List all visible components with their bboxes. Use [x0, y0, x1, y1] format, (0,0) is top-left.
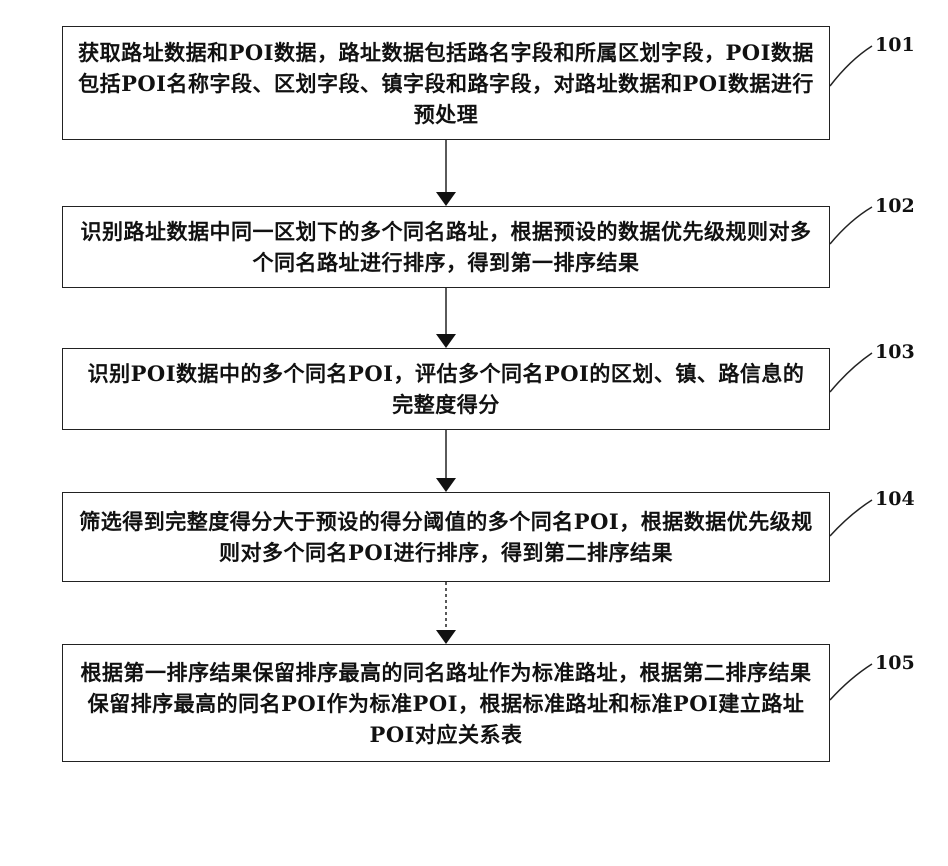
arrowhead-104	[436, 478, 456, 492]
arrowhead-103	[436, 334, 456, 348]
arrowhead-105	[436, 630, 456, 644]
leader-line-103	[830, 353, 872, 392]
leader-line-105	[830, 664, 872, 700]
arrowhead-102	[436, 192, 456, 206]
leader-line-102	[830, 207, 872, 244]
leader-line-104	[830, 500, 872, 536]
leader-line-101	[830, 46, 872, 86]
